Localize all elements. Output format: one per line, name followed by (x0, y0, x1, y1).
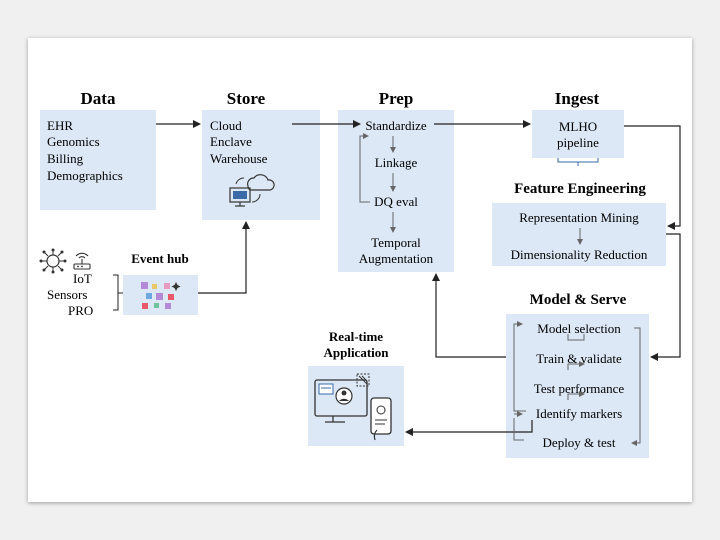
event-hub-icon (141, 282, 181, 309)
arrow-eventhub-to-store (198, 221, 250, 294)
prep-step-augmentation: Augmentation (358, 251, 434, 266)
model-step-identify-markers: Identify markers (535, 406, 623, 421)
data-item: Genomics (47, 134, 100, 149)
store-item: Cloud (210, 118, 242, 133)
cloud-computer-icon (229, 174, 275, 207)
ingest-item: pipeline (557, 135, 599, 150)
feature-engineering-box (492, 203, 666, 266)
source-iot: IoT (73, 271, 92, 286)
arrow-model-to-prep (432, 273, 506, 358)
model-step-model-selection: Model selection (537, 321, 621, 336)
data-item: Billing (47, 151, 84, 166)
store-header: Store (226, 89, 266, 108)
store-item: Warehouse (210, 151, 268, 166)
source-pro: PRO (68, 303, 94, 318)
prep-header: Prep (378, 89, 414, 108)
connector-lines (113, 120, 681, 446)
feature-engineering-header: Feature Engineering (514, 181, 646, 197)
model-step-train-validate: Train & validate (536, 351, 622, 366)
realtime-app-icon (314, 373, 392, 441)
data-item: Demographics (47, 168, 123, 183)
model-step-deploy-test: Deploy & test (542, 435, 616, 450)
source-sensors: Sensors (47, 287, 88, 302)
data-item: EHR (47, 118, 73, 133)
data-box (40, 110, 156, 210)
store-box (202, 110, 320, 220)
feature-step-dimensionality-reduction: Dimensionality Reduction (510, 247, 648, 262)
prep-step-standardize: Standardize (365, 118, 427, 133)
network-hub-icon (39, 248, 67, 274)
diagram-canvas: Data Store Prep Ingest Feature Engineeri… (28, 38, 692, 502)
prep-box (338, 110, 454, 272)
arrow-ingest-to-feature (624, 125, 681, 230)
event-hub-header: Event hub (131, 251, 189, 266)
prep-step-dq-eval: DQ eval (374, 194, 418, 209)
feature-step-representation-mining: Representation Mining (519, 210, 639, 225)
model-serve-box (506, 314, 649, 458)
ingest-item: MLHO (558, 119, 598, 134)
model-step-test-performance: Test performance (533, 381, 625, 396)
prep-step-temporal: Temporal (371, 235, 421, 250)
ingest-box (532, 110, 624, 158)
sources-bracket (113, 274, 123, 311)
data-header: Data (80, 89, 116, 108)
router-icon (73, 252, 91, 270)
arrow-model-to-realtime (405, 420, 533, 436)
arrow-feature-to-model (650, 233, 681, 361)
prep-step-linkage: Linkage (374, 155, 418, 170)
store-item: Enclave (210, 134, 252, 149)
realtime-header-line1: Real-time (328, 329, 384, 344)
ingest-header: Ingest (554, 89, 600, 108)
model-serve-header: Model & Serve (529, 292, 627, 308)
realtime-header-line2: Application (323, 345, 389, 360)
